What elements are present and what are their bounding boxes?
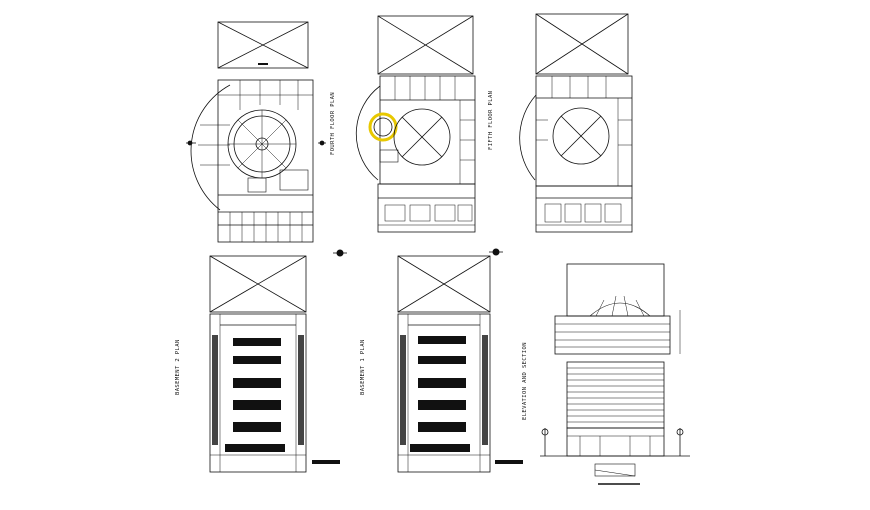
basement-plan-left — [209, 255, 340, 473]
floor-plan-top-left — [186, 21, 326, 243]
basement-2-plan-label: BASEMENT 2 PLAN — [175, 339, 181, 395]
north-arrow — [333, 248, 503, 257]
fifth-floor-plan-label: FIFTH FLOOR PLAN — [488, 90, 494, 150]
elevation-drawing — [540, 263, 690, 485]
elevation-label: ELEVATION AND SECTION — [522, 342, 528, 420]
fourth-floor-plan-label: FOURTH FLOOR PLAN — [330, 91, 336, 155]
floor-plan-top-right — [519, 13, 633, 233]
floor-plan-top-middle — [355, 15, 476, 233]
basement-plan-middle — [397, 255, 523, 473]
basement-1-plan-label: BASEMENT 1 PLAN — [360, 339, 366, 395]
